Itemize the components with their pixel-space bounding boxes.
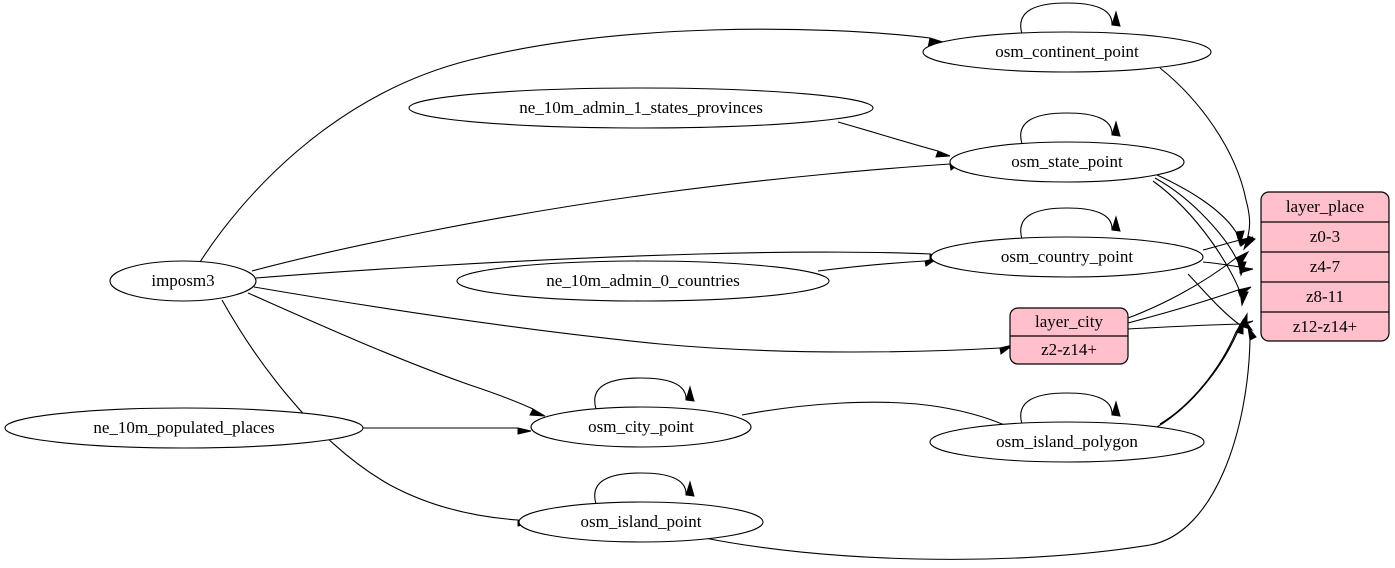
node-osm-city-point[interactable]: osm_city_point <box>530 406 752 448</box>
record-layer-place-body <box>1260 191 1390 342</box>
record-layer-city[interactable]: layer_city z2-z14+ <box>1009 307 1129 365</box>
edge-osm-city-point-to-osm-island-polygon <box>741 401 1015 431</box>
node-ne-countries-label: ne_10m_admin_0_countries <box>546 271 740 290</box>
edge-osm-island-polygon-self-loop <box>1020 392 1121 425</box>
record-layer-city-title: layer_city <box>1035 312 1103 331</box>
node-osm-island-point[interactable]: osm_island_point <box>518 501 764 543</box>
record-layer-city-row-z2-z14plus[interactable]: z2-z14+ <box>1041 340 1097 359</box>
node-osm-island-polygon[interactable]: osm_island_polygon <box>929 421 1205 463</box>
edge-osm-city-point-self-loop <box>594 377 695 410</box>
node-osm-continent-point[interactable]: osm_continent_point <box>922 31 1212 73</box>
edge-imposm3-to-osm-city-point <box>247 292 546 417</box>
node-ne-10m-admin-1-states-provinces[interactable]: ne_10m_admin_1_states_provinces <box>408 87 874 129</box>
edge-ne-states-to-osm-state-point <box>837 121 951 158</box>
node-layer: imposm3 ne_10m_admin_1_states_provinces … <box>4 31 1212 543</box>
record-layer-place-title: layer_place <box>1286 197 1364 216</box>
node-ne-places-label: ne_10m_populated_places <box>93 418 274 437</box>
record-layer: layer_place z0-3 z4-7 z8-11 z12-z14+ lay… <box>1009 191 1390 365</box>
node-osm-country-point-label: osm_country_point <box>1001 247 1133 266</box>
edge-osm-island-polygon-to-layer-place <box>1156 312 1248 428</box>
edge-ne-countries-to-osm-country-point <box>817 257 939 272</box>
edge-osm-state-point-self-loop <box>1020 112 1121 145</box>
node-osm-island-point-label: osm_island_point <box>581 512 702 531</box>
record-layer-place-row-z8-11[interactable]: z8-11 <box>1306 287 1344 306</box>
edge-osm-island-point-to-layer-place <box>699 325 1257 560</box>
edge-osm-country-point-self-loop <box>1020 207 1121 240</box>
node-osm-city-point-label: osm_city_point <box>588 417 694 436</box>
node-osm-country-point[interactable]: osm_country_point <box>930 236 1204 278</box>
edge-imposm3-to-osm-continent-point <box>199 28 945 263</box>
record-layer-place-row-z12-z14plus[interactable]: z12-z14+ <box>1293 317 1357 336</box>
node-osm-state-point[interactable]: osm_state_point <box>949 141 1185 183</box>
node-osm-state-point-label: osm_state_point <box>1011 152 1123 171</box>
node-ne-10m-admin-0-countries[interactable]: ne_10m_admin_0_countries <box>456 260 830 302</box>
record-layer-place[interactable]: layer_place z0-3 z4-7 z8-11 z12-z14+ <box>1260 191 1390 342</box>
edge-osm-island-point-self-loop <box>594 472 695 505</box>
node-osm-continent-point-label: osm_continent_point <box>995 42 1139 61</box>
node-osm-island-polygon-label: osm_island_polygon <box>996 432 1138 451</box>
edge-imposm3-to-osm-state-point <box>251 160 964 272</box>
node-ne-states-label: ne_10m_admin_1_states_provinces <box>519 98 763 117</box>
record-layer-place-row-z4-7[interactable]: z4-7 <box>1310 257 1341 276</box>
edge-ne-places-to-osm-city-point <box>363 427 532 435</box>
edge-layer <box>199 2 1257 560</box>
node-imposm3[interactable]: imposm3 <box>109 260 257 302</box>
record-layer-place-row-z0-3[interactable]: z0-3 <box>1310 227 1340 246</box>
node-ne-10m-populated-places[interactable]: ne_10m_populated_places <box>4 407 364 449</box>
edge-osm-state-point-to-layer-place <box>1152 174 1249 307</box>
edge-osm-continent-point-self-loop <box>1020 2 1121 35</box>
edge-layer-city-to-layer-place <box>1127 250 1254 330</box>
node-imposm3-label: imposm3 <box>151 271 214 290</box>
